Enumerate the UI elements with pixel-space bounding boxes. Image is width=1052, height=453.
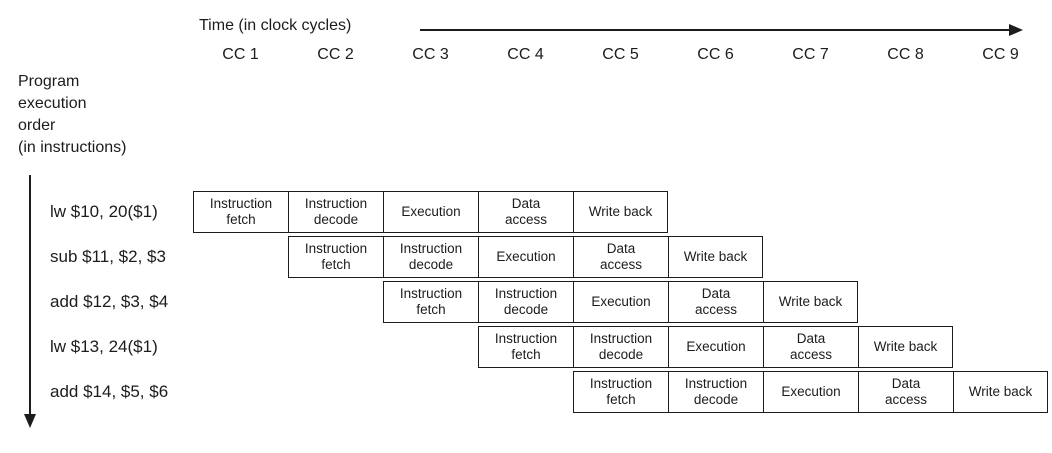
arrow-right-icon: [1009, 24, 1023, 36]
program-order-label-line: (in instructions): [18, 139, 127, 156]
clock-cycle-label: CC 1: [222, 46, 259, 63]
instruction-label: lw $13, 24($1): [50, 337, 158, 356]
instruction-label: lw $10, 20($1): [50, 202, 158, 221]
instruction-label: add $14, $5, $6: [50, 382, 169, 401]
time-axis-arrow-line: [420, 29, 1012, 31]
clock-cycle-label: CC 9: [982, 46, 1019, 63]
clock-cycle-label: CC 7: [792, 46, 829, 63]
stage-cell-execution: Execution: [383, 191, 478, 233]
program-order-label: Program execution order (in instructions…: [18, 71, 126, 159]
program-order-label-line: order: [18, 117, 56, 134]
stage-cell-write-back: Write back: [763, 281, 858, 323]
program-order-arrow-line: [29, 175, 31, 415]
stage-cell-execution: Execution: [668, 326, 763, 368]
clock-cycle-header-row: CC 1 CC 2 CC 3 CC 4 CC 5 CC 6 CC 7 CC 8 …: [193, 45, 1048, 65]
instruction-label: sub $11, $2, $3: [50, 247, 166, 266]
clock-cycle-label: CC 4: [507, 46, 544, 63]
instruction-label: add $12, $3, $4: [50, 292, 169, 311]
stage-cell-write-back: Write back: [573, 191, 668, 233]
program-order-label-line: Program: [18, 73, 80, 90]
clock-cycle-label: CC 6: [697, 46, 734, 63]
stage-cell-write-back: Write back: [858, 326, 953, 368]
clock-cycle-label: CC 5: [602, 46, 639, 63]
stage-cell-execution: Execution: [573, 281, 668, 323]
stage-cell-execution: Execution: [763, 371, 858, 413]
time-axis-label: Time (in clock cycles): [199, 17, 352, 34]
program-order-label-line: execution: [18, 95, 87, 112]
stage-cell-execution: Execution: [478, 236, 573, 278]
clock-cycle-label: CC 3: [412, 46, 449, 63]
clock-cycle-label: CC 2: [317, 46, 354, 63]
arrow-down-icon: [24, 414, 36, 428]
stage-cell-write-back: Write back: [953, 371, 1048, 413]
stage-cell-write-back: Write back: [668, 236, 763, 278]
clock-cycle-label: CC 8: [887, 46, 924, 63]
